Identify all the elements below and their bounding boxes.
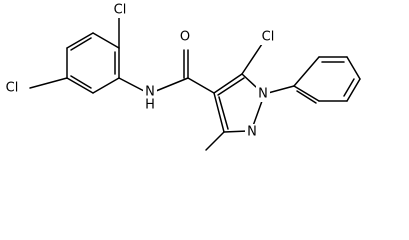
bond	[223, 130, 249, 133]
bond	[66, 32, 94, 49]
bond	[92, 32, 120, 49]
amide-hydrogen-label: H	[145, 98, 155, 113]
bond	[217, 77, 245, 96]
bond	[205, 131, 225, 151]
bond	[29, 77, 68, 89]
pyrazole-n1-label: N	[258, 87, 268, 102]
chlorine-label-left: Cl	[6, 81, 19, 96]
amide-nitrogen-label: N	[145, 85, 155, 100]
bond	[213, 92, 225, 133]
bond	[187, 77, 215, 94]
bond	[252, 100, 263, 127]
bond	[267, 85, 295, 94]
bond	[155, 77, 189, 92]
chemical-structure: Cl Cl N H O Cl N N	[0, 2, 361, 151]
bond	[241, 73, 257, 88]
oxygen-label: O	[180, 30, 190, 45]
pyrazole-n2-label: N	[247, 125, 257, 140]
bond	[346, 56, 361, 80]
bond	[92, 77, 120, 94]
bond	[346, 78, 361, 102]
bond	[343, 78, 355, 97]
bond	[296, 90, 317, 104]
bond	[66, 77, 94, 94]
bond	[118, 77, 145, 92]
bond	[70, 37, 92, 51]
bond	[293, 85, 320, 102]
chlorine-label-right: Cl	[262, 30, 275, 45]
atom-labels: Cl Cl N H O Cl N N	[0, 2, 279, 140]
bond	[241, 43, 263, 75]
bond	[218, 96, 229, 130]
bond	[293, 56, 320, 87]
bonds	[29, 15, 361, 151]
bond	[213, 73, 243, 94]
chlorine-label-top-left: Cl	[114, 3, 127, 18]
bond	[70, 75, 92, 89]
